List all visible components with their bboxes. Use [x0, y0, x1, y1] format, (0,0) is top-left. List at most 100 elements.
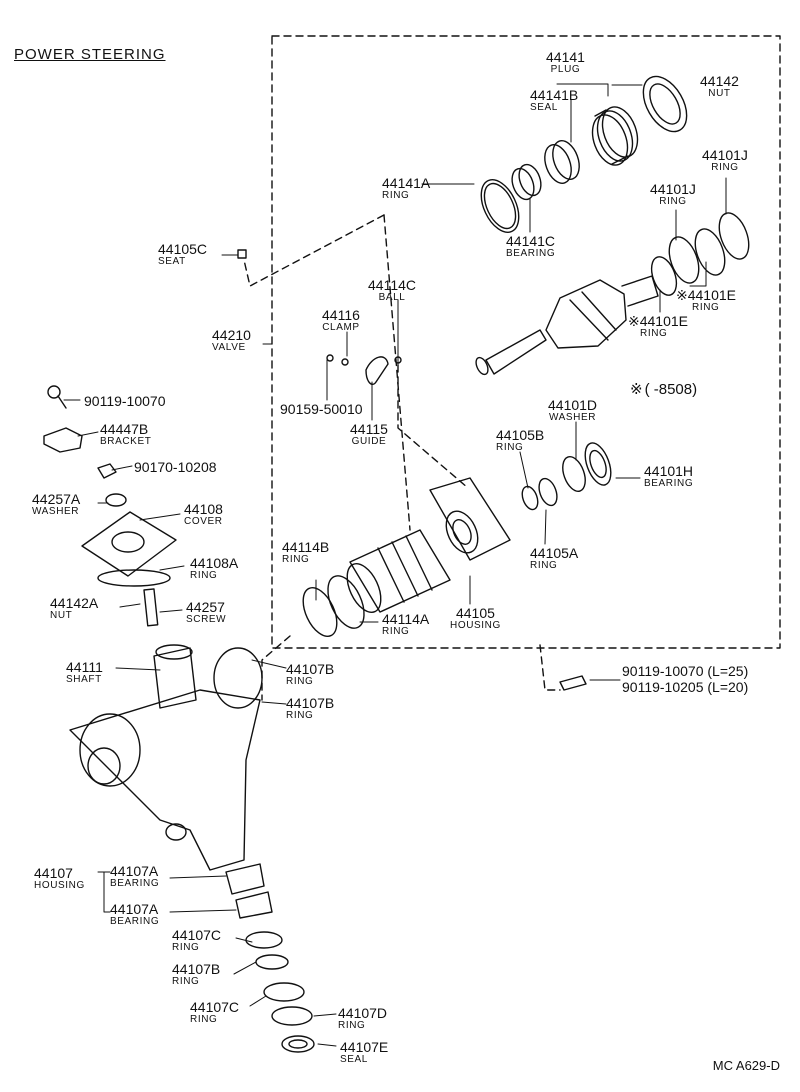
part-name: WASHER: [32, 506, 80, 517]
label-44141B: 44141B SEAL: [530, 88, 578, 113]
label-90159-50010: 90159-50010: [280, 402, 363, 416]
label-44107D: 44107D RING: [338, 1006, 387, 1031]
part-name: WASHER: [548, 412, 597, 423]
part-number: 44107B: [286, 661, 335, 677]
washer-44257A: [105, 493, 127, 507]
part-number: 44210: [212, 327, 251, 343]
label-44101J-lower: 44101J RING: [650, 182, 696, 207]
label-44107A-lower: 44107A BEARING: [110, 902, 159, 927]
part-name: RING: [382, 626, 410, 637]
part-name: RING: [382, 190, 410, 201]
note-mark: ※: [676, 287, 688, 303]
part-name: RING: [286, 676, 314, 687]
label-44114A: 44114A RING: [382, 612, 429, 637]
part-name: NUT: [50, 610, 73, 621]
nut-44142: [642, 75, 688, 133]
part-number: 44101J: [650, 181, 696, 197]
label-44107B-lower: 44107B RING: [172, 962, 220, 987]
note-mark: ※: [628, 313, 640, 329]
bolt-90119-lower: [559, 675, 587, 691]
part-number: 44105A: [530, 545, 579, 561]
label-44111: 44111 SHAFT: [66, 660, 103, 685]
part-name: BALL: [378, 292, 406, 303]
label-90119-10205-l20: 90119-10205 (L=20): [622, 680, 748, 694]
valve-shaft-44210: [475, 275, 659, 376]
part-name: RING: [282, 554, 310, 565]
part-number: 44116: [322, 307, 360, 323]
leader-lines: [63, 83, 727, 1047]
part-name: HOUSING: [34, 880, 85, 891]
label-44108: 44108 COVER: [184, 502, 223, 527]
label-44141: 44141 PLUG: [546, 50, 585, 75]
part-name: SHAFT: [66, 674, 102, 685]
part-name: RING: [338, 1020, 366, 1031]
part-number: 44111: [66, 659, 103, 675]
part-number: 44257A: [32, 491, 81, 507]
part-name: RING: [530, 560, 558, 571]
label-90119-10070: 90119-10070: [84, 394, 165, 408]
part-number: 44257: [186, 599, 225, 615]
part-number: 44107D: [338, 1005, 388, 1021]
label-44105: 44105 HOUSING: [450, 606, 501, 631]
part-number: 90119-10205 (L=20): [622, 679, 749, 695]
lower-rings-44107: [245, 931, 315, 1053]
ring-44108A: [97, 569, 171, 587]
part-name: RING: [659, 196, 687, 207]
label-44101D: 44101D WASHER: [548, 398, 597, 423]
part-name: RING: [286, 710, 314, 721]
part-name: RING: [496, 442, 524, 453]
part-number: 44101E: [687, 287, 737, 303]
gear-housing-44107: [69, 644, 263, 871]
part-name: SEAT: [158, 256, 186, 267]
label-44101E-upper: ※44101E RING: [676, 288, 736, 313]
cover-44108: [81, 511, 177, 577]
label-44108A: 44108A RING: [190, 556, 238, 581]
part-number: 44101D: [548, 397, 598, 413]
part-number: 90159-50010: [280, 401, 363, 417]
part-number: 44101H: [644, 463, 694, 479]
serial-note: ※( -8508): [630, 380, 699, 398]
label-44107C-lower: 44107C RING: [190, 1000, 239, 1025]
part-name: RING: [172, 976, 200, 987]
bearings-44107A: [225, 863, 273, 919]
part-name: VALVE: [212, 342, 246, 353]
bracket-44447B: [43, 427, 83, 453]
part-number: 44107E: [340, 1039, 389, 1055]
part-number: 90119-10070: [84, 393, 166, 409]
part-number: 44108: [184, 501, 223, 517]
part-number: 44141: [546, 49, 585, 65]
plug-44141: [591, 106, 639, 166]
bearing-44141C: [511, 163, 542, 201]
label-90119-10070-l25: 90119-10070 (L=25): [622, 664, 748, 678]
part-number: 44115: [350, 421, 388, 437]
nut-90170: [97, 463, 117, 479]
guide-clamp-ball: [326, 354, 402, 386]
label-44107B-middle: 44107B RING: [286, 696, 334, 721]
part-name: GUIDE: [351, 436, 387, 447]
part-name: RING: [190, 570, 218, 581]
part-number: 44142A: [50, 595, 99, 611]
washer-bearing-44101: [521, 442, 612, 511]
valve-subassembly-boundary: [243, 35, 781, 701]
part-number: 90170-10208: [134, 459, 217, 475]
part-name: BEARING: [506, 248, 556, 259]
part-number: 44114A: [382, 611, 430, 627]
label-44141A: 44141A RING: [382, 176, 430, 201]
part-number: 44141B: [530, 87, 579, 103]
part-name: RING: [640, 328, 668, 339]
label-44101H: 44101H BEARING: [644, 464, 693, 489]
part-name: NUT: [708, 88, 731, 99]
label-44107: 44107 HOUSING: [34, 866, 85, 891]
label-44105A: 44105A RING: [530, 546, 578, 571]
label-44114B: 44114B RING: [282, 540, 329, 565]
part-number: 44105B: [496, 427, 545, 443]
part-name: RING: [711, 162, 739, 173]
part-number: 44101J: [702, 147, 748, 163]
part-number: 44107C: [190, 999, 240, 1015]
part-name: SEAL: [340, 1054, 368, 1065]
label-44142: 44142 NUT: [700, 74, 739, 99]
part-number: 44105C: [158, 241, 208, 257]
part-number: 44107A: [110, 901, 159, 917]
part-number: 44107A: [110, 863, 159, 879]
part-number: 44107B: [286, 695, 335, 711]
